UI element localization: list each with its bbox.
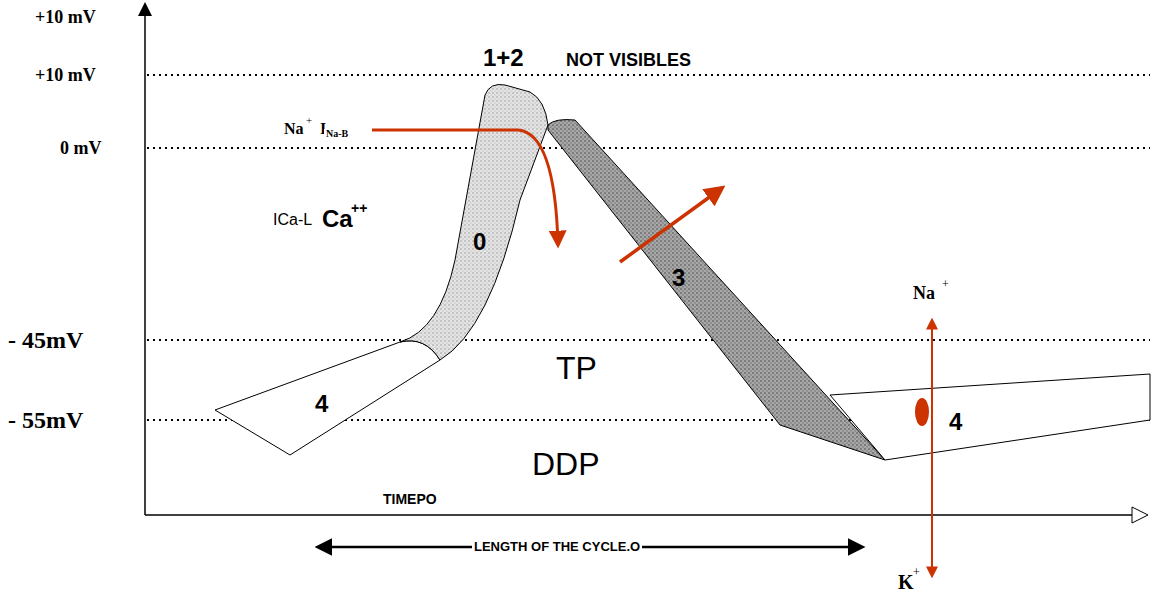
- potential-label: DDP: [532, 448, 600, 480]
- ion-name: Ca: [322, 207, 353, 231]
- current-subscript: Na-B: [324, 129, 350, 139]
- axis-value: - 55mV: [8, 408, 83, 432]
- axes: [138, 2, 1148, 523]
- phase-number: 3: [672, 266, 685, 290]
- phase-4-band: [830, 374, 1150, 460]
- axis-value: +10 mV: [35, 8, 96, 26]
- cycle-length-label: LENGTH OF THE CYCLE.O: [472, 540, 642, 553]
- channel-oval: [915, 398, 929, 426]
- phase-3-band: [548, 120, 885, 460]
- threshold-label: TP: [556, 352, 597, 384]
- phase-number: 4: [947, 410, 964, 434]
- axis-value: - 45mV: [8, 328, 83, 352]
- ion-charge: +: [304, 115, 314, 126]
- sodium-arrow: [931, 320, 933, 412]
- sodium-current-arrow: [372, 130, 558, 245]
- ion-charge: +: [942, 278, 949, 290]
- axis-value: 0 mV: [60, 139, 102, 157]
- ion-charge: +: [913, 566, 920, 578]
- axis-value: +10 mV: [35, 66, 96, 84]
- ion-name: Na: [282, 121, 306, 137]
- ion-name: K: [898, 572, 914, 592]
- phase-number: 4: [315, 392, 328, 416]
- phase-0-band: [400, 84, 548, 360]
- axis-title: TIMEPO: [383, 492, 437, 506]
- phase-number: 1+2: [483, 46, 524, 70]
- ion-name: Na: [913, 284, 935, 302]
- outward-current-arrow: [620, 188, 722, 262]
- phase-note: NOT VISIBLES: [566, 51, 691, 69]
- ion-charge: ++: [351, 201, 367, 215]
- phase-number: 0: [473, 230, 486, 254]
- current-name: ICa-L: [273, 212, 312, 228]
- potassium-arrow: [931, 412, 933, 576]
- phase-4-band: [215, 341, 440, 455]
